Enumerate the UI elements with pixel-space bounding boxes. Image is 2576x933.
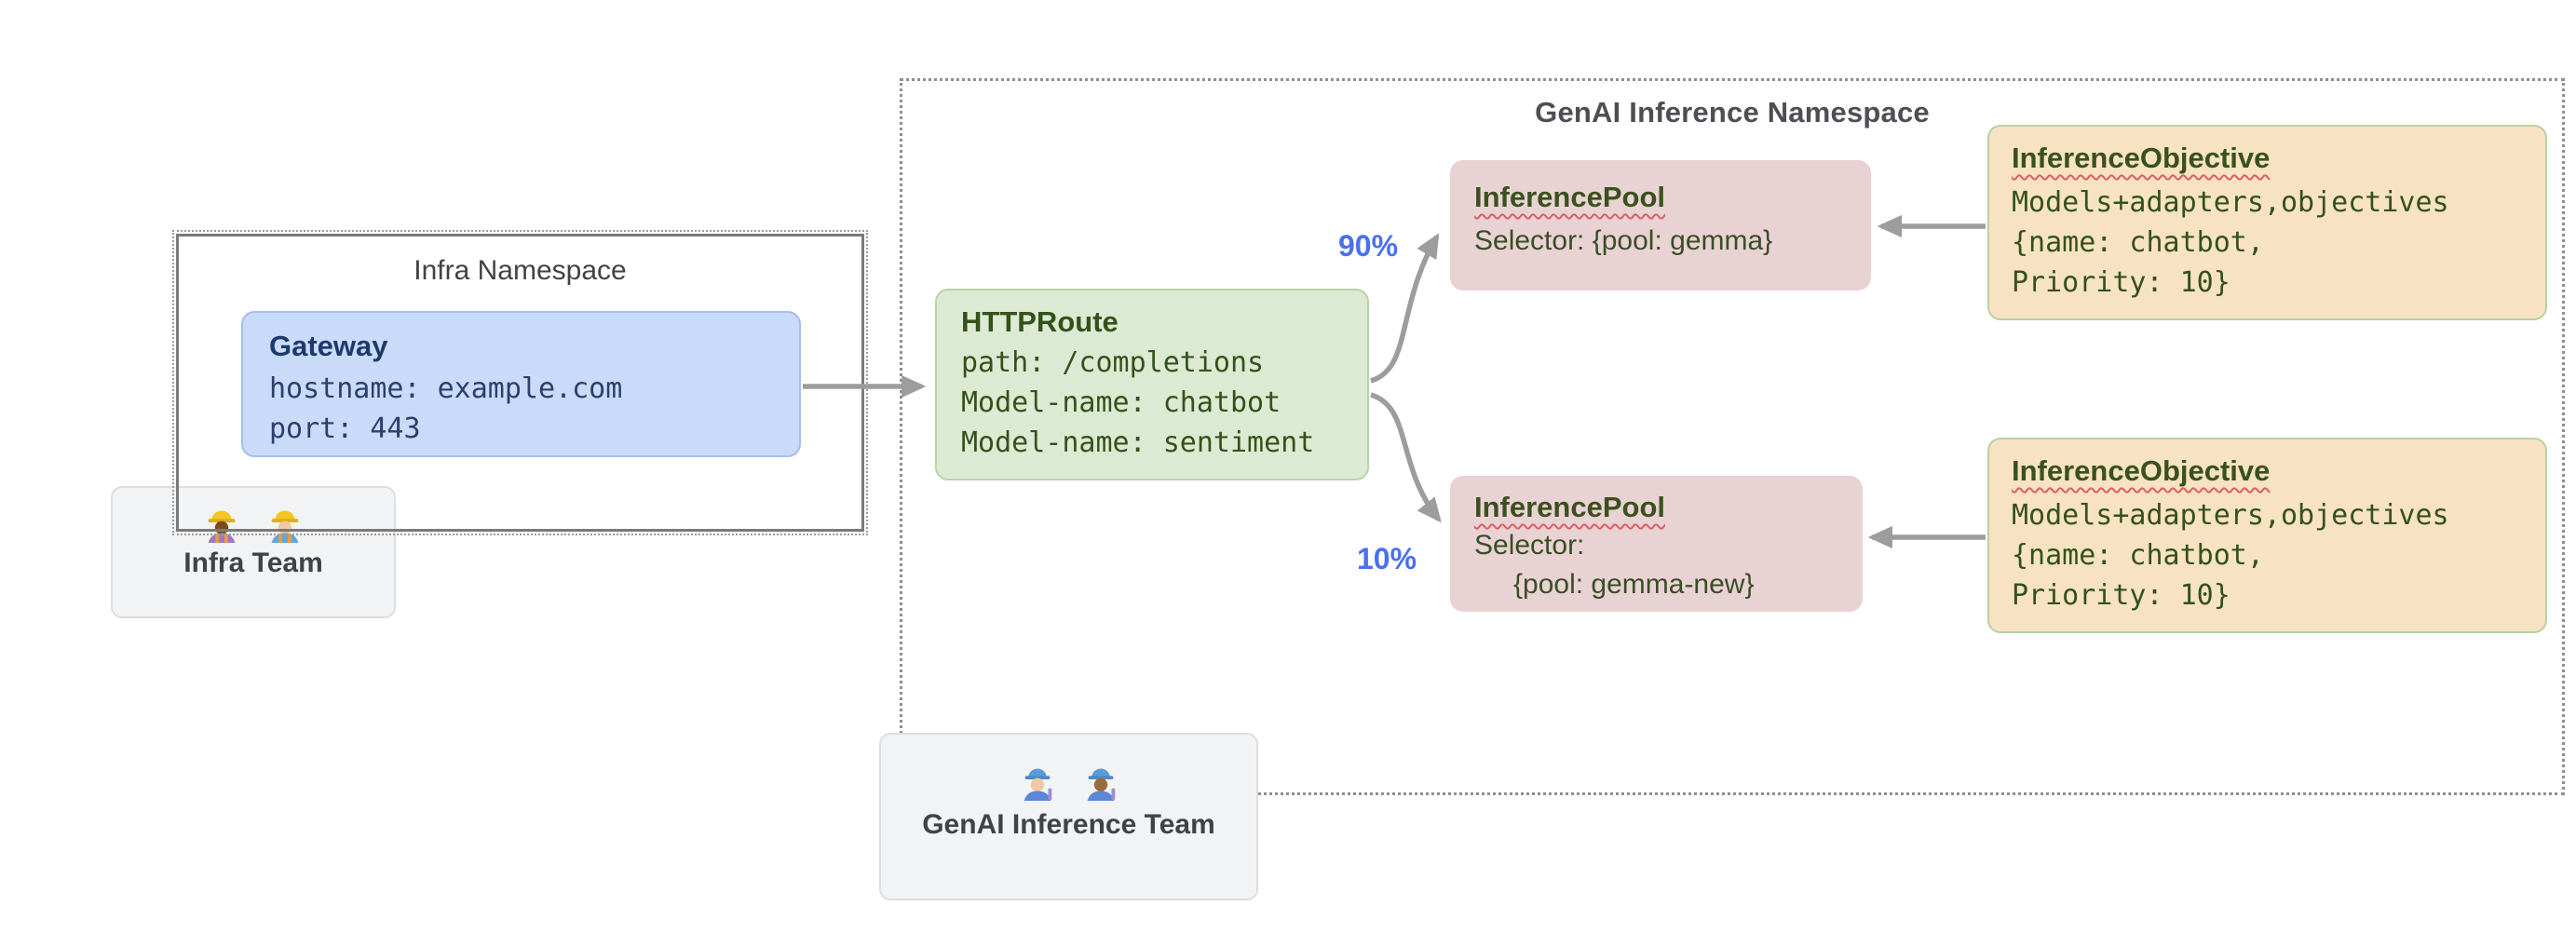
infra-namespace-title: Infra Namespace	[414, 255, 627, 286]
inference-pool-gemma-new-selector-value-line: {pool: gemma-new}	[1513, 569, 1755, 600]
genai-inference-namespace-frame: GenAI Inference Namespace	[900, 78, 2565, 795]
genai-team-label: GenAI Inference Team	[922, 809, 1215, 840]
httproute-model-chatbot-line: Model-name: chatbot	[961, 386, 1281, 419]
infra-team-label: Infra Team	[183, 548, 323, 578]
mechanic-light-icon	[1024, 768, 1051, 802]
inference-pool-gemma-new-node: InferencePool Selector: {pool: gemma-new…	[1450, 476, 1863, 612]
gateway-title: Gateway	[269, 330, 388, 362]
httproute-node: HTTPRoute path: /completions Model-name:…	[935, 289, 1369, 480]
traffic-split-label-10: 10%	[1356, 542, 1417, 575]
inference-pool-gemma-selector-line: Selector: {pool: gemma}	[1474, 225, 1773, 256]
inference-objective-top-name-line: {name: chatbot,	[2012, 226, 2264, 259]
gateway-port-line: port: 443	[269, 412, 421, 445]
genai-namespace-title: GenAI Inference Namespace	[1535, 96, 1930, 128]
infra-namespace-frame: Infra Namespace	[172, 230, 868, 535]
genai-team-icon-row	[881, 759, 1256, 802]
httproute-path-line: path: /completions	[961, 346, 1265, 379]
inference-objective-bottom-title: InferenceObjective	[2012, 454, 2271, 487]
httproute-title: HTTPRoute	[961, 305, 1119, 338]
inference-pool-gemma-new-selector-line: Selector:	[1474, 530, 1585, 561]
gateway-node: Gateway hostname: example.com port: 443	[241, 311, 801, 457]
inference-objective-bottom-node: InferenceObjective Models+adapters,objec…	[1987, 438, 2547, 633]
traffic-split-label-90: 90%	[1337, 229, 1399, 263]
inference-pool-gemma-new-title: InferencePool	[1474, 491, 1665, 523]
inference-objective-bottom-priority-line: Priority: 10}	[2012, 579, 2230, 612]
inference-objective-top-title: InferenceObjective	[2012, 142, 2271, 174]
inference-pool-gemma-node: InferencePool Selector: {pool: gemma}	[1450, 160, 1871, 291]
inference-objective-bottom-models-line: Models+adapters,objectives	[2012, 499, 2449, 532]
httproute-model-sentiment-line: Model-name: sentiment	[961, 426, 1315, 459]
inference-objective-top-priority-line: Priority: 10}	[2012, 266, 2230, 299]
genai-inference-team-card: GenAI Inference Team	[879, 733, 1258, 900]
inference-pool-gemma-title: InferencePool	[1474, 181, 1665, 213]
inference-objective-top-node: InferenceObjective Models+adapters,objec…	[1987, 125, 2547, 320]
mechanic-dark-icon	[1087, 768, 1115, 802]
inference-objective-bottom-name-line: {name: chatbot,	[2012, 539, 2264, 572]
gateway-hostname-line: hostname: example.com	[269, 372, 623, 405]
inference-objective-top-models-line: Models+adapters,objectives	[2012, 186, 2449, 219]
